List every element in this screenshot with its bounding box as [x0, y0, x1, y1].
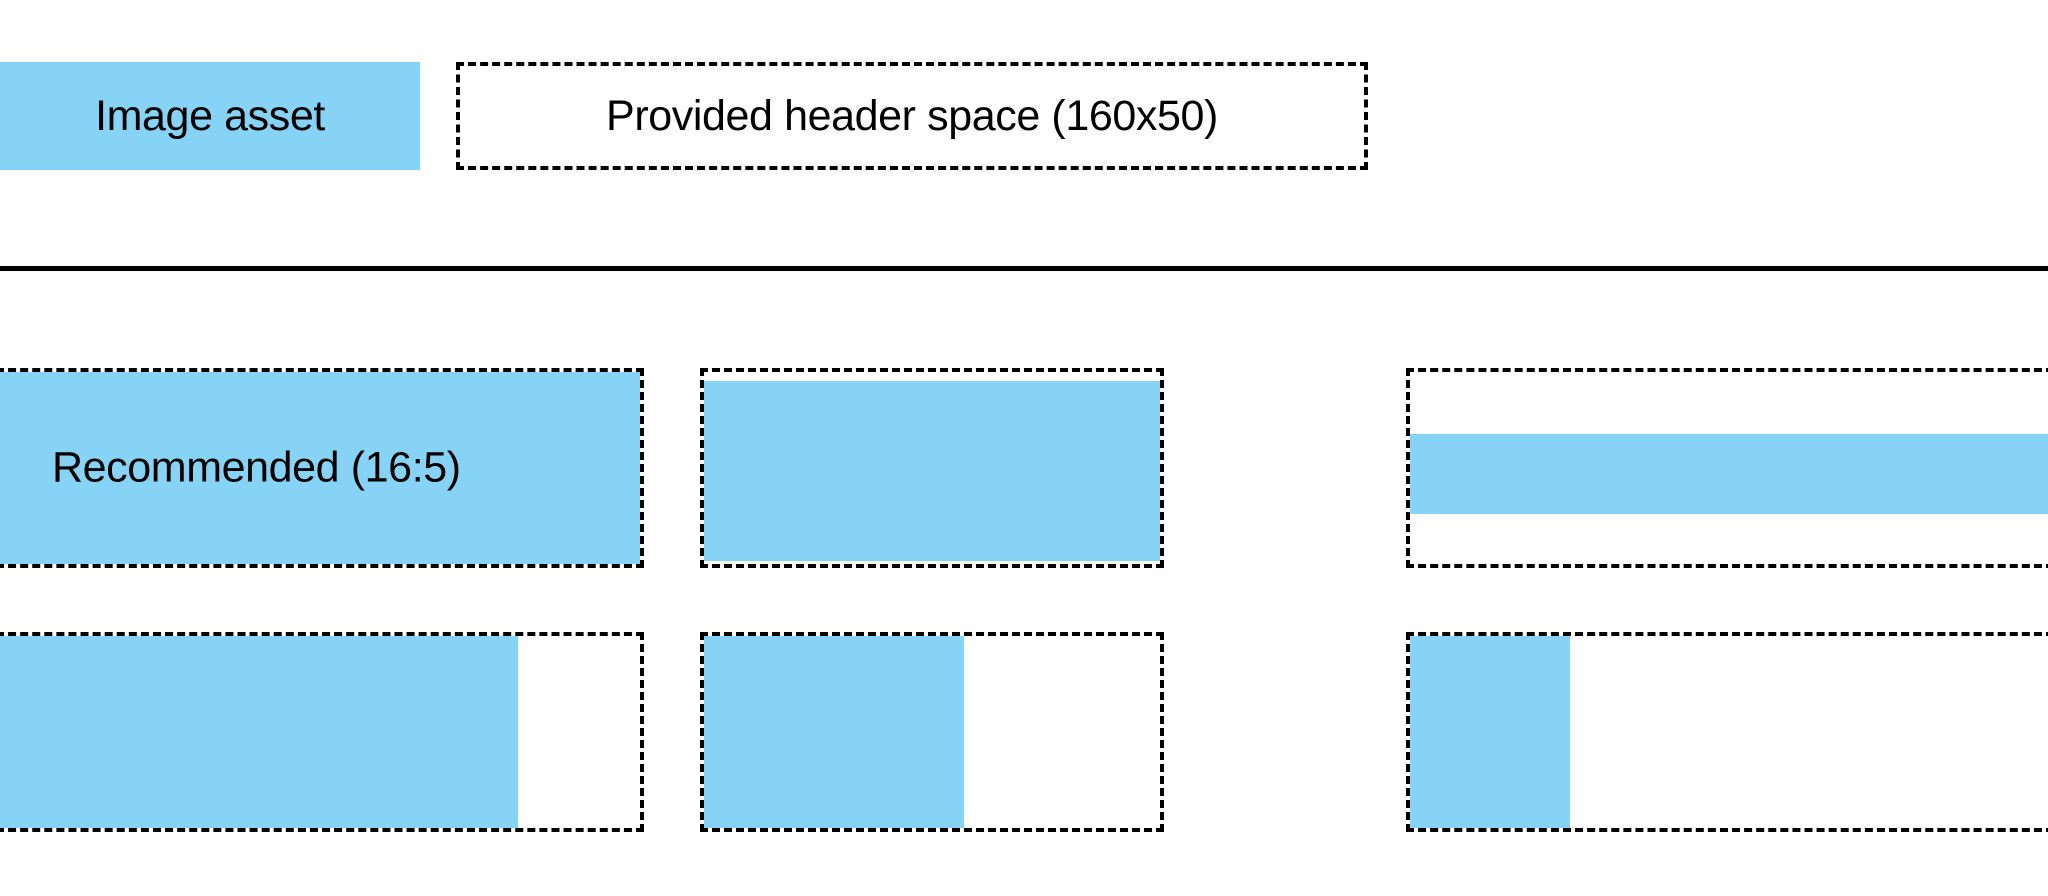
example-row-top: Recommended (16:5) — [0, 368, 2048, 568]
example-row-bottom — [0, 632, 2048, 832]
asset-fill-left-narrow — [1410, 636, 1570, 828]
asset-fill-left-medium — [704, 636, 964, 828]
provided-header-space-box: Provided header space (160x50) — [456, 62, 1368, 170]
example-card — [700, 368, 1164, 568]
example-card — [1406, 632, 2048, 832]
asset-fill-left-wide — [0, 636, 519, 828]
example-card — [0, 632, 644, 832]
image-asset-label: Image asset — [95, 91, 325, 140]
example-card — [1406, 368, 2048, 568]
section-divider — [0, 266, 2048, 271]
image-asset-swatch: Image asset — [0, 62, 420, 170]
recommended-caption: Recommended (16:5) — [52, 443, 461, 492]
provided-header-space-label: Provided header space (160x50) — [606, 91, 1218, 140]
header-row: Image asset Provided header space (160x5… — [0, 62, 2048, 170]
asset-fill-wide-short — [704, 381, 1160, 561]
example-card — [700, 632, 1164, 832]
example-card: Recommended (16:5) — [0, 368, 644, 568]
asset-fill-band — [1410, 434, 2048, 514]
asset-fill-full — [0, 372, 640, 564]
